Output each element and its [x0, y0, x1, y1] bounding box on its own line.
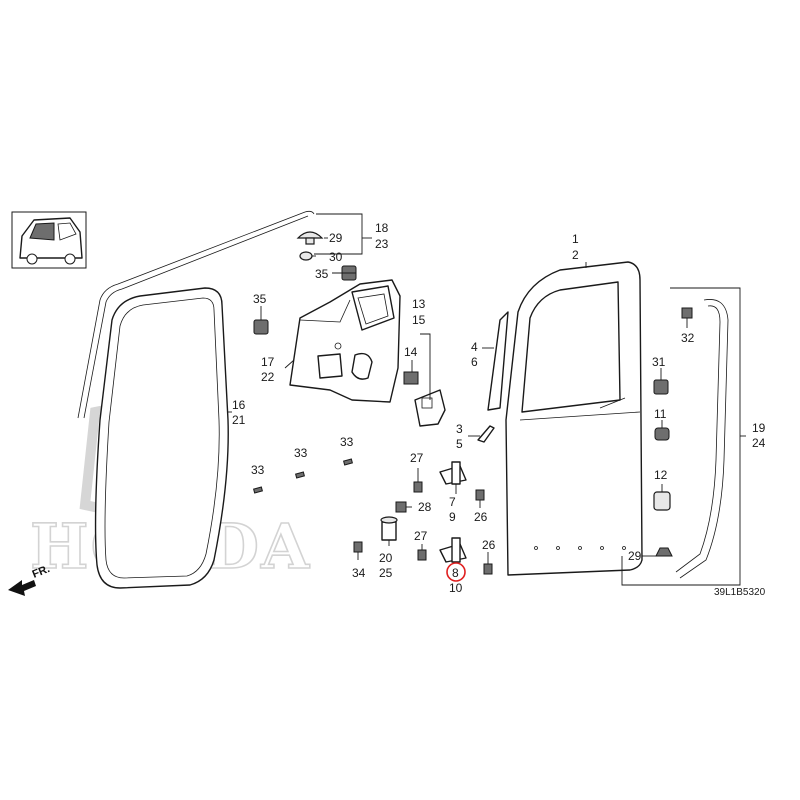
part-label-17: 17: [261, 355, 275, 369]
bracket-20: [380, 516, 398, 541]
part-label-33-c: 33: [340, 435, 354, 449]
part-label-35-top: 35: [315, 267, 329, 281]
part-label-33-b: 33: [294, 446, 308, 460]
clip-32: [681, 307, 693, 319]
part-labels: 29 30 35 18 23 35 17 22 16 21 13 15 14 4…: [232, 221, 766, 595]
bracket-18-23: [314, 213, 372, 255]
part-label-15: 15: [412, 313, 426, 327]
part-label-29-top: 29: [329, 231, 343, 245]
part-label-13: 13: [412, 297, 426, 311]
part-label-33-a: 33: [251, 463, 265, 477]
part-label-29-lower: 29: [628, 549, 642, 563]
leader-lines: [228, 237, 688, 564]
part-label-26-upper: 26: [474, 510, 488, 524]
part-label-32: 32: [681, 331, 695, 345]
part-label-1: 1: [572, 232, 579, 246]
part-label-28: 28: [418, 500, 432, 514]
part-label-26-lower: 26: [482, 538, 496, 552]
nut-35-left: [253, 319, 269, 335]
sliding-door-panel: [505, 261, 643, 576]
part-label-20: 20: [379, 551, 393, 565]
part-label-35-left: 35: [253, 292, 267, 306]
part-label-5: 5: [456, 437, 463, 451]
part-label-14: 14: [404, 345, 418, 359]
part-label-8: 8: [452, 566, 459, 580]
nut-31: [653, 379, 669, 395]
door-sash-strip: [487, 311, 509, 411]
rear-weatherstrip: [675, 299, 729, 579]
clip-30: [299, 251, 313, 261]
part-label-2: 2: [572, 248, 579, 262]
stopper-12: [653, 491, 671, 511]
part-label-22: 22: [261, 370, 275, 384]
bolt-34: [353, 541, 363, 553]
vehicle-thumbnail: [11, 211, 87, 269]
part-label-27-upper: 27: [410, 451, 424, 465]
top-clip-29: [296, 231, 324, 245]
part-label-25: 25: [379, 566, 393, 580]
part-label-19: 19: [752, 421, 766, 435]
part-label-30: 30: [329, 250, 343, 264]
part-label-6: 6: [471, 355, 478, 369]
bolt-27-lower: [417, 549, 427, 561]
part-label-3: 3: [456, 422, 463, 436]
stopper-11: [654, 427, 670, 441]
door-latch: [403, 371, 446, 427]
door-inner-cover: [289, 279, 401, 403]
bolt-28: [395, 501, 407, 513]
part-label-34: 34: [352, 566, 366, 580]
highlighted-part-8[interactable]: 8: [446, 562, 466, 582]
part-label-18: 18: [375, 221, 389, 235]
part-label-4: 4: [471, 340, 478, 354]
bolt-27-upper: [413, 481, 423, 493]
part-label-10: 10: [449, 581, 463, 595]
diagram-code: 39L1B5320: [714, 587, 766, 598]
door-opening-weatherstrip: [77, 210, 315, 589]
part-label-16: 16: [232, 398, 246, 412]
upper-hinge: [439, 461, 467, 485]
part-label-9: 9: [449, 510, 456, 524]
part-label-23: 23: [375, 237, 389, 251]
part-label-31: 31: [652, 355, 666, 369]
part-label-12: 12: [654, 468, 668, 482]
part-label-7: 7: [449, 495, 456, 509]
part-label-11: 11: [654, 407, 667, 421]
clips-33: [253, 458, 353, 494]
highlight-circle: [446, 562, 466, 582]
bolt-26-lower: [483, 563, 493, 575]
lower-hinge: [439, 537, 467, 563]
part-label-24: 24: [752, 436, 766, 450]
door-checker: [477, 425, 495, 443]
part-label-27-lower: 27: [414, 529, 428, 543]
part-label-21: 21: [232, 413, 246, 427]
bolt-26-upper: [475, 489, 485, 501]
clip-29-lower: [655, 547, 673, 557]
bracket-19-24: [621, 287, 746, 586]
